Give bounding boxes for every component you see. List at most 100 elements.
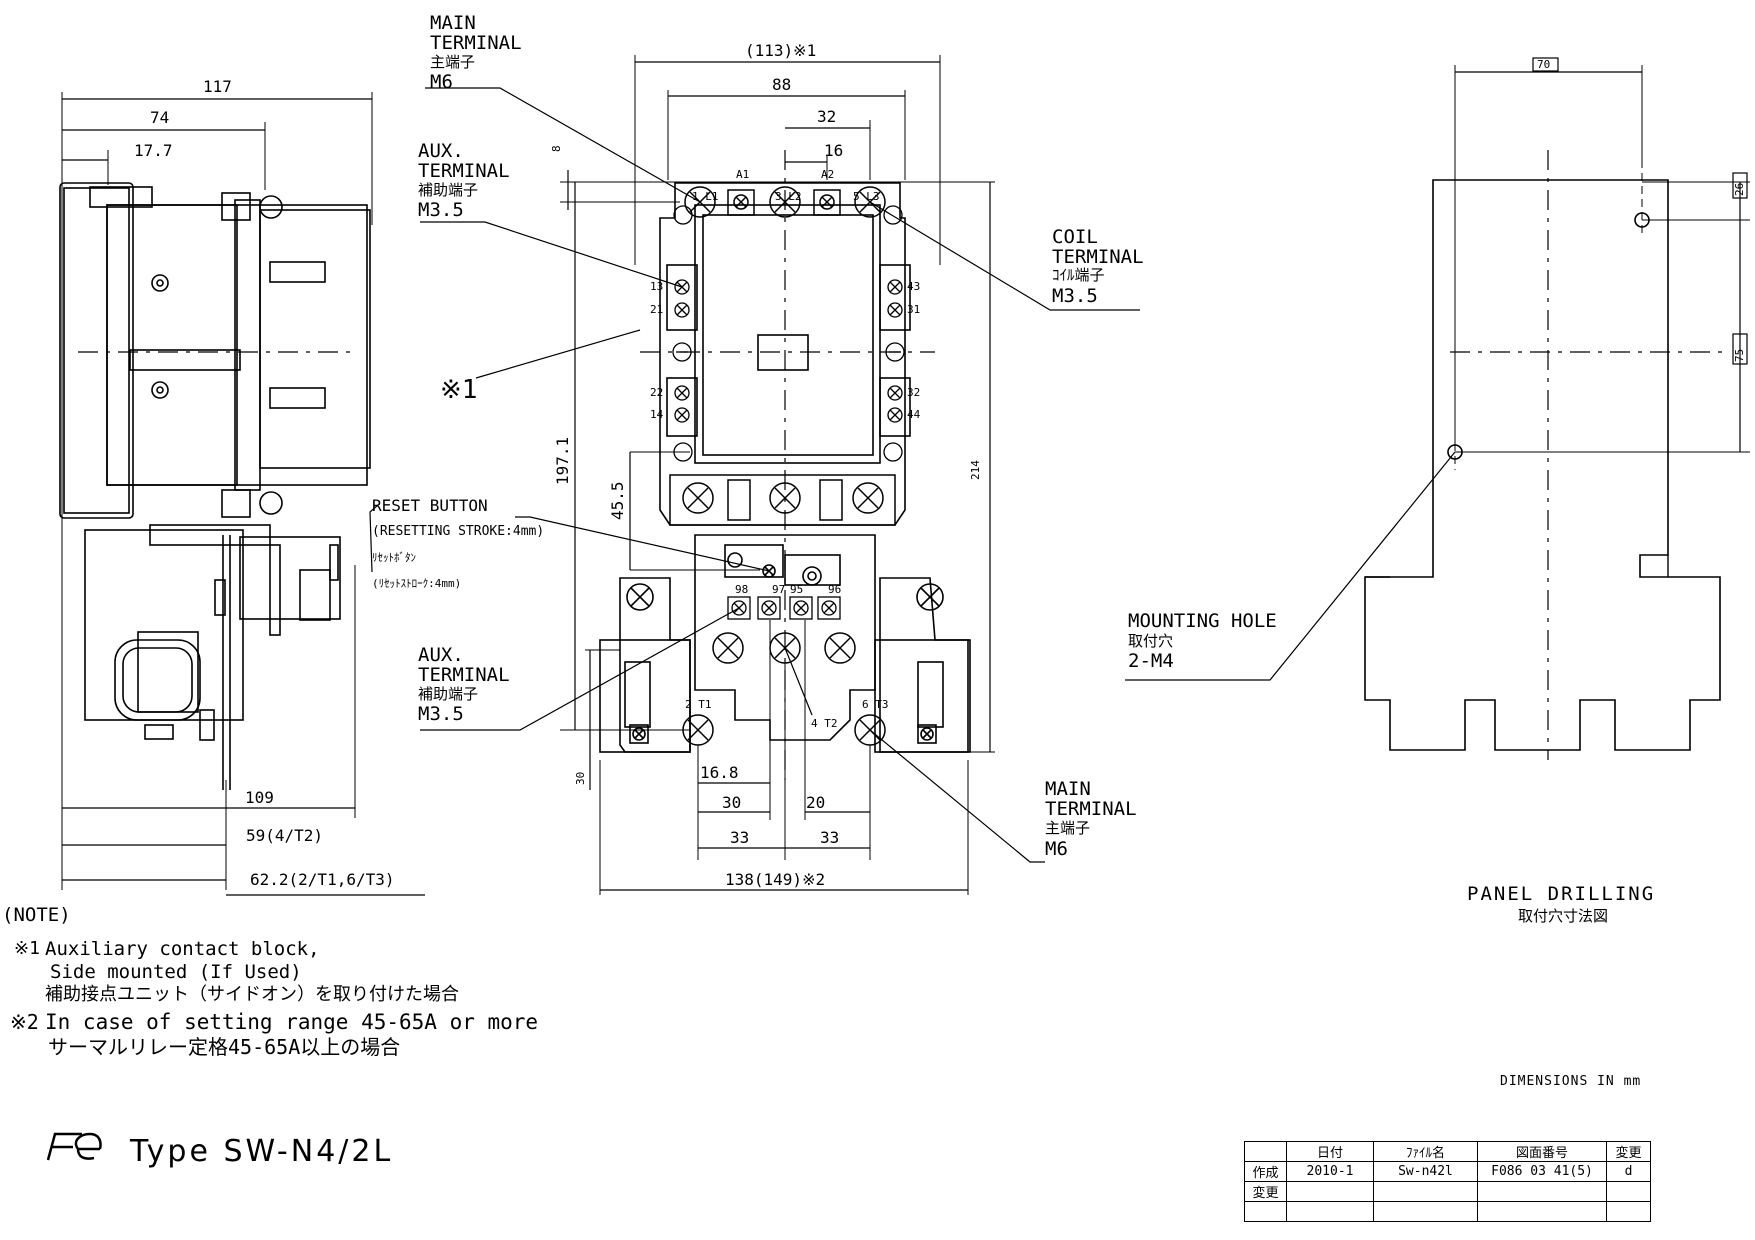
aux-terminal-top-en1: AUX. <box>418 140 464 162</box>
dim-33-right: 33 <box>820 828 840 847</box>
mark-l1: 1 L1 <box>692 190 719 203</box>
note2-mark: ※2 <box>10 1010 39 1034</box>
row-file <box>1373 1201 1478 1222</box>
aux-terminal-bottom-en2: TERMINAL <box>418 664 510 686</box>
dim-70: 70 <box>1537 58 1551 71</box>
main-terminal-bottom-en1: MAIN <box>1045 778 1091 800</box>
note1-jp: 補助接点ユニット（サイドオン）を取り付けた場合 <box>45 984 459 1005</box>
mark-a1: A1 <box>736 168 750 181</box>
title-block-row <box>1244 1201 1651 1222</box>
mark-aux-21: 21 <box>650 303 664 316</box>
mark-t1: 2 T1 <box>685 698 712 711</box>
coil-terminal-size: M3.5 <box>1052 285 1098 307</box>
reset-button-jp1: ﾘｾｯﾄﾎﾞﾀﾝ <box>372 551 416 564</box>
reset-button-en2: (RESETTING STROKE:4mm) <box>372 524 545 539</box>
dim-109: 109 <box>245 788 274 807</box>
dim-16-8: 16.8 <box>700 763 739 782</box>
main-terminal-bottom-size: M6 <box>1045 838 1068 860</box>
panel-drilling-jp: 取付穴寸法図 <box>1518 907 1609 925</box>
row-rev <box>1606 1181 1651 1202</box>
main-terminal-top-jp: 主端子 <box>430 53 476 71</box>
dim-197-1: 197.1 <box>553 436 572 485</box>
note1-line1: Auxiliary contact block, <box>45 938 320 960</box>
front-view <box>420 55 1140 895</box>
coil-terminal-en2: TERMINAL <box>1052 246 1144 268</box>
note2-line1: In case of setting range 45-65A or more <box>45 1010 539 1034</box>
dim-214: 214 <box>969 460 982 480</box>
row-number <box>1477 1181 1607 1202</box>
row-label <box>1244 1201 1287 1222</box>
header-rev: 変更 <box>1606 1141 1651 1162</box>
note-heading: (NOTE) <box>2 904 71 926</box>
coil-terminal-jp: ｺｲﾙ端子 <box>1052 266 1105 284</box>
fe-logo <box>46 1132 102 1161</box>
mark-95: 95 <box>790 583 804 596</box>
dim-30-horizontal: 30 <box>722 793 742 812</box>
row-date <box>1286 1181 1374 1202</box>
dim-45-5: 45.5 <box>608 481 627 520</box>
title-block-row: 変更 <box>1244 1181 1651 1202</box>
row-label: 作成 <box>1244 1161 1287 1182</box>
mark-aux-43: 43 <box>907 280 921 293</box>
dim-138: 138(149)※2 <box>725 870 826 889</box>
title-block-table: 日付 ﾌｧｲﾙ名 図面番号 変更 作成 2010-1 Sw-n42l F086 … <box>1244 1141 1651 1222</box>
mark-aux-14: 14 <box>650 408 664 421</box>
mark-aux-32: 32 <box>907 386 921 399</box>
mark-l2: 3 L2 <box>775 190 802 203</box>
aux-terminal-top-jp: 補助端子 <box>418 181 479 199</box>
panel-drilling-view <box>1125 57 1750 760</box>
aux-terminal-bottom-jp: 補助端子 <box>418 685 479 703</box>
mark-96: 96 <box>828 583 842 596</box>
row-number <box>1477 1201 1607 1222</box>
mark-98: 98 <box>735 583 749 596</box>
title-block-row: 作成 2010-1 Sw-n42l F086 03 41(5) d <box>1244 1161 1651 1182</box>
title-block-header-row: 日付 ﾌｧｲﾙ名 図面番号 変更 <box>1244 1141 1651 1162</box>
row-file <box>1373 1181 1478 1202</box>
mark-l3: 5 L3 <box>853 190 880 203</box>
main-terminal-top-size: M6 <box>430 71 453 93</box>
header-date: 日付 <box>1286 1141 1374 1162</box>
aux-terminal-top-en2: TERMINAL <box>418 160 510 182</box>
row-label: 変更 <box>1244 1181 1287 1202</box>
dim-30-vertical: 30 <box>574 771 587 785</box>
row-number: F086 03 41(5) <box>1477 1161 1607 1182</box>
mark-97: 97 <box>772 583 786 596</box>
header-file: ﾌｧｲﾙ名 <box>1373 1141 1478 1162</box>
dim-59: 59(4/T2) <box>246 826 324 845</box>
header-number: 図面番号 <box>1477 1141 1607 1162</box>
note2-jp: サーマルリレー定格45-65A以上の場合 <box>48 1035 401 1059</box>
coil-terminal-en1: COIL <box>1052 226 1098 248</box>
main-terminal-top-en2: TERMINAL <box>430 32 522 54</box>
dim-20: 20 <box>806 793 826 812</box>
dim-17-7: 17.7 <box>134 141 173 160</box>
row-date <box>1286 1201 1374 1222</box>
mounting-hole-jp: 取付穴 <box>1128 632 1174 650</box>
dim-32: 32 <box>817 107 837 126</box>
mark-t3: 6 T3 <box>862 698 889 711</box>
main-terminal-bottom-en2: TERMINAL <box>1045 798 1137 820</box>
dim-74: 74 <box>150 108 170 127</box>
row-file: Sw-n42l <box>1373 1161 1478 1182</box>
note1-line2: Side mounted (If Used) <box>50 961 302 983</box>
aux-terminal-bottom-en1: AUX. <box>418 644 464 666</box>
side-view <box>59 92 425 896</box>
mark-aux-13: 13 <box>650 280 664 293</box>
dim-33-left: 33 <box>730 828 750 847</box>
dim-26: 26 <box>1733 182 1746 196</box>
mounting-hole-size: 2-M4 <box>1128 650 1174 672</box>
dim-16: 16 <box>824 141 844 160</box>
row-date: 2010-1 <box>1286 1161 1374 1182</box>
mark-aux-44: 44 <box>907 408 921 421</box>
model-title: Type SW-N4/2L <box>130 1134 394 1169</box>
mark-aux-22: 22 <box>650 386 664 399</box>
row-rev: d <box>1606 1161 1651 1182</box>
main-terminal-bottom-jp: 主端子 <box>1045 819 1091 837</box>
panel-drilling-en: PANEL DRILLING <box>1467 883 1656 905</box>
dim-88: 88 <box>772 75 792 94</box>
aux-terminal-bottom-size: M3.5 <box>418 703 464 725</box>
mounting-hole-en: MOUNTING HOLE <box>1128 610 1277 632</box>
note1-mark-front: ※1 <box>440 375 478 405</box>
row-rev <box>1606 1201 1651 1222</box>
main-terminal-top-en1: MAIN <box>430 12 476 34</box>
